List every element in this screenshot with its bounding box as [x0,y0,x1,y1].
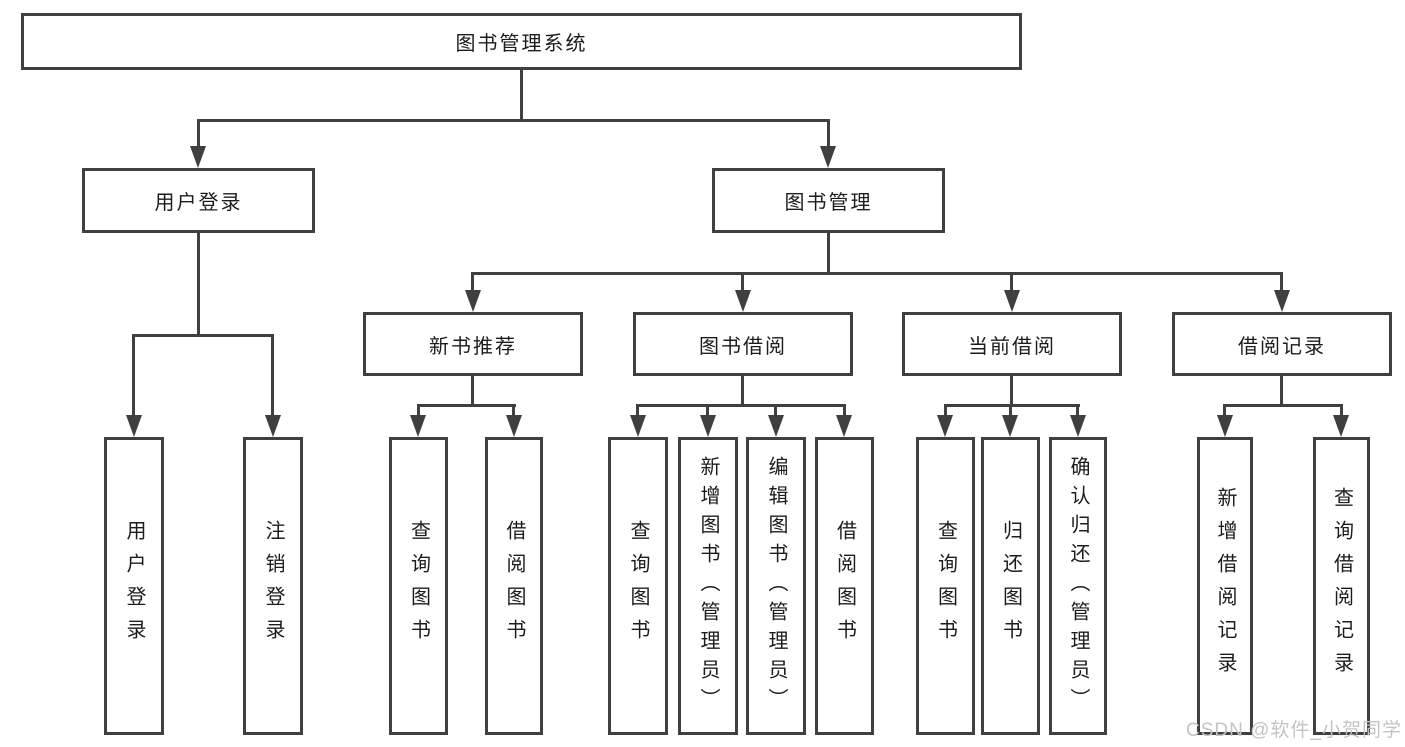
connector-line [1010,376,1013,407]
arrowhead-down-icon [1274,290,1290,312]
connector-line [520,70,523,122]
connector-line [197,233,200,337]
leaf-label: 查询借阅记录 [1330,487,1353,685]
leaf-label: 借阅图书 [833,520,856,652]
node-label: 用户登录 [154,192,243,214]
node-borrowing-records: 借阅记录 [1172,312,1392,376]
connector-line [1223,404,1343,407]
leaf-add-book-admin: 新增图书（管理员） [678,437,738,735]
leaf-label: 借阅图书 [503,520,525,652]
node-label: 图书借阅 [699,335,787,358]
arrowhead-down-icon [937,415,953,437]
leaf-borrow-books: 借阅图书 [815,437,874,735]
connector-line [132,334,274,337]
node-label: 图书管理 [784,192,873,214]
connector-line [132,334,135,418]
connector-line [636,404,639,418]
arrowhead-down-icon [410,415,426,437]
node-book-borrowing: 图书借阅 [633,312,853,376]
arrowhead-down-icon [265,415,281,437]
connector-line [1223,404,1226,418]
leaf-label: 新增借阅记录 [1214,487,1236,685]
node-label: 当前借阅 [968,335,1056,358]
leaf-label: 新增图书（管理员） [697,455,719,717]
connector-line [843,404,846,418]
connector-line [944,404,1080,407]
node-library-system: 图书管理系统 [21,13,1022,70]
connector-line [944,404,947,418]
leaf-label: 确认归还（管理员） [1067,455,1089,717]
node-book-management: 图书管理 [712,168,945,233]
connector-line [636,404,846,407]
leaf-label: 编辑图书（管理员） [765,455,787,717]
leaf-label: 归还图书 [999,520,1022,652]
connector-line [417,404,516,407]
leaf-logout: 注销登录 [243,437,303,735]
connector-line [471,272,1283,275]
arrowhead-down-icon [1004,290,1020,312]
leaf-label: 查询图书 [407,520,430,652]
connector-line [417,404,420,418]
watermark: CSDN @软件_小贺同学 [1186,720,1402,741]
connector-line [197,119,200,149]
leaf-confirm-return-admin: 确认归还（管理员） [1049,437,1107,735]
leaf-return-book: 归还图书 [981,437,1040,735]
arrowhead-down-icon [735,290,751,312]
arrowhead-down-icon [630,415,646,437]
arrowhead-down-icon [820,146,836,168]
connector-line [471,376,474,407]
arrowhead-down-icon [1333,415,1349,437]
connector-line [827,233,830,275]
leaf-query-books-current: 查询图书 [916,437,975,735]
leaf-user-login: 用户登录 [104,437,164,735]
connector-line [741,272,744,294]
connector-line [512,404,515,418]
connector-line [1280,272,1283,294]
connector-line [741,376,744,407]
node-label: 借阅记录 [1238,335,1326,358]
node-user-login: 用户登录 [82,168,315,233]
arrowhead-down-icon [506,415,522,437]
node-new-book-recommend: 新书推荐 [363,312,583,376]
leaf-query-books-borrow: 查询图书 [608,437,668,735]
arrowhead-down-icon [190,146,206,168]
leaf-label: 注销登录 [262,520,284,652]
leaf-edit-book-admin: 编辑图书（管理员） [746,437,806,735]
node-current-borrowing: 当前借阅 [902,312,1122,376]
node-label: 新书推荐 [429,335,517,358]
connector-line [1076,404,1079,418]
connector-line [471,272,474,294]
connector-line [1009,404,1012,418]
connector-line [1340,404,1343,418]
leaf-label: 查询图书 [627,520,649,652]
connector-line [706,404,709,418]
leaf-query-books-recommend: 查询图书 [389,437,448,735]
connector-line [1280,376,1283,407]
arrowhead-down-icon [465,290,481,312]
leaf-add-borrow-record: 新增借阅记录 [1197,437,1253,735]
connector-line [774,404,777,418]
leaf-label: 用户登录 [123,520,145,652]
arrowhead-down-icon [1070,415,1086,437]
arrowhead-down-icon [768,415,784,437]
connector-line [827,119,830,149]
connector-line [1010,272,1013,294]
arrowhead-down-icon [836,415,852,437]
connector-line [271,334,274,418]
node-label: 图书管理系统 [455,33,588,55]
connector-line [197,119,830,122]
arrowhead-down-icon [700,415,716,437]
arrowhead-down-icon [1002,415,1018,437]
leaf-borrow-books-recommend: 借阅图书 [485,437,543,735]
arrowhead-down-icon [126,415,142,437]
leaf-query-borrow-record: 查询借阅记录 [1313,437,1370,735]
arrowhead-down-icon [1217,415,1233,437]
leaf-label: 查询图书 [934,520,957,652]
